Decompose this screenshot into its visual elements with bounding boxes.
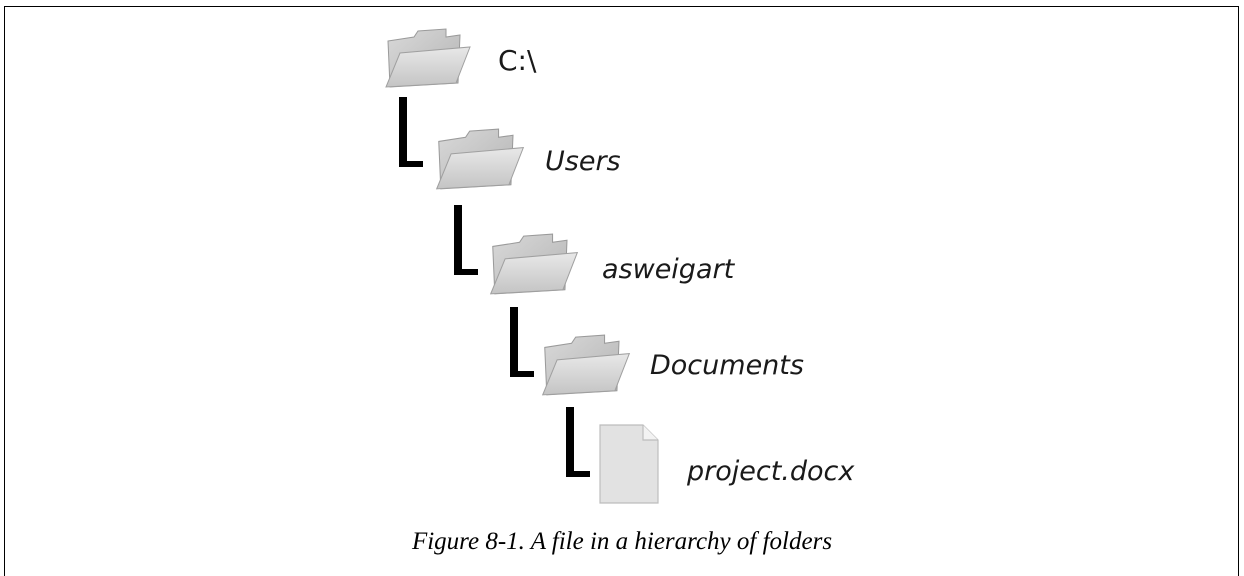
- tree-connector: [566, 407, 590, 477]
- tree-node-label: C:\: [498, 44, 537, 77]
- folder-icon: [385, 28, 471, 88]
- folder-icon: [435, 128, 525, 190]
- tree-connector: [510, 307, 534, 377]
- tree-node-label: Users: [545, 146, 621, 177]
- figure-caption: Figure 8-1. A file in a hierarchy of fol…: [411, 528, 833, 555]
- tree-node-label: asweigart: [602, 254, 735, 285]
- folder-icon: [489, 233, 579, 295]
- figure-frame: [4, 6, 1239, 576]
- tree-node-label: Documents: [650, 350, 804, 381]
- tree-connector: [399, 97, 423, 167]
- tree-connector: [454, 205, 478, 275]
- folder-icon: [541, 334, 631, 396]
- file-icon: [599, 424, 659, 504]
- tree-node-label: project.docx: [687, 456, 855, 487]
